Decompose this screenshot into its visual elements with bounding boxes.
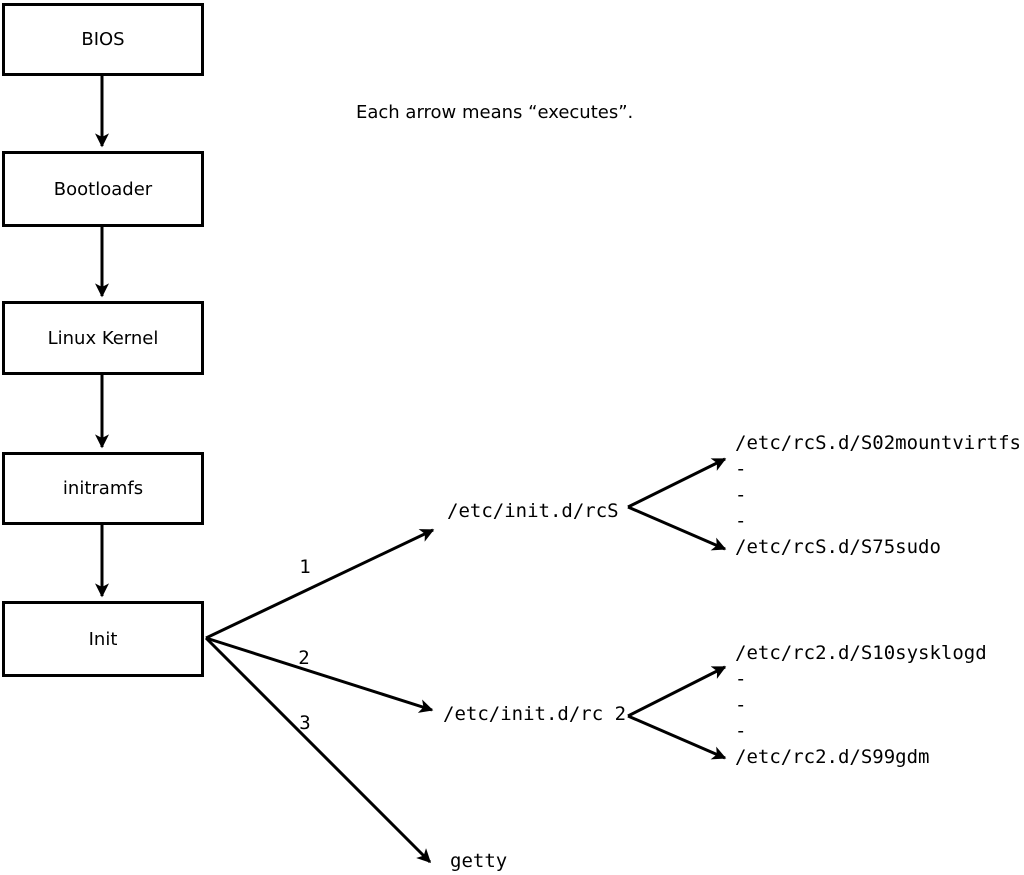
branch-number-3: 3 bbox=[299, 712, 311, 734]
box-bios-label: BIOS bbox=[81, 29, 125, 50]
box-bootloader-label: Bootloader bbox=[53, 178, 153, 200]
node-etc-init-d-rc2: /etc/init.d/rc 2 bbox=[443, 703, 627, 725]
box-linux-kernel: Linux Kernel bbox=[2, 301, 204, 375]
rc2-script-ellipsis: - bbox=[735, 720, 747, 742]
rc2-script-item: /etc/rc2.d/S99gdm bbox=[735, 746, 930, 768]
node-getty: getty bbox=[450, 850, 508, 872]
branch-number-1: 1 bbox=[299, 556, 311, 578]
rcs-script-item: /etc/rcS.d/S02mountvirtfs bbox=[735, 432, 1021, 454]
box-bootloader: Bootloader bbox=[2, 151, 204, 227]
rc2-script-list: /etc/rc2.d/S10sysklogd - - - /etc/rc2.d/… bbox=[735, 640, 987, 770]
rc2-script-ellipsis: - bbox=[735, 668, 747, 690]
rcs-script-item: /etc/rcS.d/S75sudo bbox=[735, 536, 941, 558]
box-linux-kernel-label: Linux Kernel bbox=[47, 327, 159, 349]
rcs-script-list: /etc/rcS.d/S02mountvirtfs - - - /etc/rcS… bbox=[735, 430, 1021, 560]
arrow-rcs-to-s75 bbox=[627, 505, 727, 551]
arrow-init-to-rc2 bbox=[205, 636, 434, 713]
arrow-init-to-getty bbox=[204, 636, 432, 864]
rcs-script-ellipsis: - bbox=[735, 484, 747, 506]
box-init-label: Init bbox=[88, 628, 118, 650]
box-initramfs: initramfs bbox=[2, 452, 204, 525]
box-initramfs-label: initramfs bbox=[62, 478, 144, 499]
node-etc-init-d-rcs: /etc/init.d/rcS bbox=[447, 500, 619, 522]
arrow-rc2-to-s99 bbox=[627, 714, 727, 760]
rc2-script-item: /etc/rc2.d/S10sysklogd bbox=[735, 642, 987, 664]
rcs-script-ellipsis: - bbox=[735, 510, 747, 532]
box-bios: BIOS bbox=[2, 3, 204, 76]
branch-number-2: 2 bbox=[298, 647, 310, 669]
arrow-rc2-to-s10 bbox=[627, 665, 727, 718]
rcs-script-ellipsis: - bbox=[735, 458, 747, 480]
box-init: Init bbox=[2, 601, 204, 677]
rc2-script-ellipsis: - bbox=[735, 694, 747, 716]
arrow-rcs-to-s02 bbox=[627, 457, 727, 509]
arrow-init-to-rcs bbox=[205, 528, 435, 640]
diagram-caption: Each arrow means “executes”. bbox=[356, 102, 634, 123]
